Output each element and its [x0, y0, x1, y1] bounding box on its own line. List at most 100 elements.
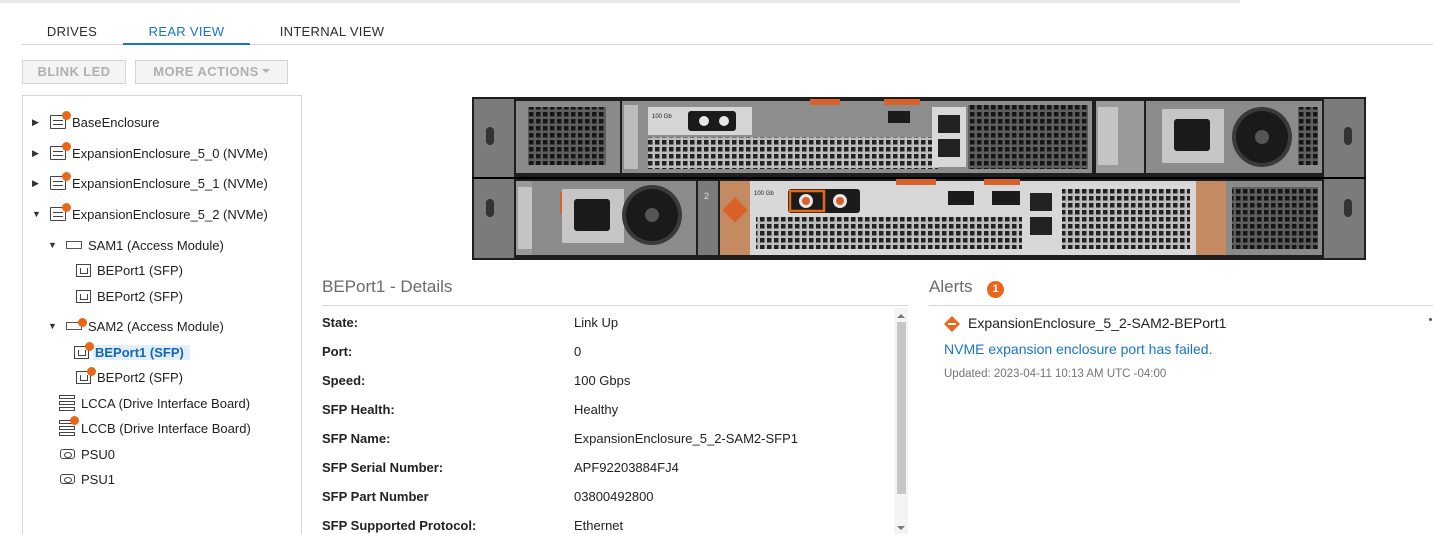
more-options-icon[interactable]	[1429, 318, 1432, 321]
collapse-arrow-icon[interactable]: ▼	[48, 240, 57, 250]
blink-led-button[interactable]: BLINK LED	[22, 60, 126, 84]
alert-item-updated: Updated: 2023-04-11 10:13 AM UTC -04:00	[944, 368, 1167, 380]
tree-label: ExpansionEnclosure_5_1 (NVMe)	[72, 175, 268, 191]
access-module-icon	[66, 318, 87, 330]
tree-label-selected: BEPort1 (SFP)	[93, 344, 190, 360]
details-scrollbar[interactable]	[894, 308, 908, 534]
details-divider	[322, 305, 908, 306]
port-icon	[76, 366, 96, 384]
alert-count-badge: 1	[987, 281, 1004, 298]
slot-label: 2	[704, 191, 709, 201]
tree-label: LCCA (Drive Interface Board)	[81, 395, 251, 411]
alert-dot-icon	[85, 341, 94, 351]
alert-item-title[interactable]: ExpansionEnclosure_5_2-SAM2-BEPort1	[968, 315, 1227, 331]
detail-row-sfp-name: SFP Name: ExpansionEnclosure_5_2-SAM2-SF…	[322, 431, 892, 451]
tab-rear-view[interactable]: REAR VIEW	[123, 22, 250, 45]
blink-led-label: BLINK LED	[37, 64, 111, 79]
detail-value: Ethernet	[574, 518, 624, 533]
detail-value: Healthy	[574, 402, 619, 417]
detail-row-sfp-protocol: SFP Supported Protocol: Ethernet	[322, 518, 892, 534]
detail-value: 03800492800	[574, 489, 654, 504]
access-module-icon	[66, 241, 82, 249]
tree-node-sam1-beport1[interactable]: BEPort1 (SFP)	[76, 260, 183, 280]
detail-key: SFP Name:	[322, 431, 391, 446]
enclosure-icon	[50, 111, 71, 129]
detail-row-sfp-part: SFP Part Number 03800492800	[322, 489, 892, 509]
detail-value: ExpansionEnclosure_5_2-SAM2-SFP1	[574, 431, 799, 446]
detail-key: State:	[322, 315, 359, 330]
tab-internal-view[interactable]: INTERNAL VIEW	[279, 24, 385, 39]
detail-value: 100 Gbps	[574, 373, 631, 388]
detail-key: SFP Serial Number:	[322, 460, 444, 475]
enclosure-icon	[50, 203, 71, 221]
tree-node-sam2[interactable]: ▼ SAM2 (Access Module)	[48, 316, 224, 336]
tab-drives[interactable]: DRIVES	[46, 24, 98, 39]
detail-key: Speed:	[322, 373, 366, 388]
more-actions-button[interactable]: MORE ACTIONS	[135, 60, 288, 84]
tree-node-lcca[interactable]: LCCA (Drive Interface Board)	[59, 393, 250, 413]
tree-label: ExpansionEnclosure_5_2 (NVMe)	[72, 206, 268, 222]
tree-label: PSU0	[81, 446, 115, 462]
selected-port-highlight[interactable]	[788, 189, 826, 213]
collapse-arrow-icon[interactable]: ▼	[48, 321, 57, 331]
expand-arrow-icon[interactable]: ▶	[32, 147, 39, 158]
detail-value: APF92203884FJ4	[574, 460, 679, 475]
view-tabs: DRIVES REAR VIEW INTERNAL VIEW	[22, 22, 1433, 45]
enclosure-rear-view: 100 Gb 2 100 Gb	[472, 97, 1366, 260]
alert-dot-icon	[87, 366, 96, 376]
tree-node-sam1[interactable]: ▼ SAM1 (Access Module)	[48, 235, 224, 255]
alert-item-message[interactable]: NVME expansion enclosure port has failed…	[944, 341, 1213, 357]
tree-label: BaseEnclosure	[72, 114, 160, 130]
tree-node-psu0[interactable]: PSU0	[60, 444, 115, 464]
port-icon	[74, 341, 94, 359]
tree-node-sam2-beport1[interactable]: BEPort1 (SFP)	[74, 341, 190, 362]
detail-key: SFP Health:	[322, 402, 395, 417]
tree-label: LCCB (Drive Interface Board)	[81, 420, 251, 436]
alerts-title: Alerts	[929, 277, 973, 296]
detail-value: 0	[574, 344, 582, 359]
detail-row-speed: Speed: 100 Gbps	[322, 373, 892, 393]
expand-arrow-icon[interactable]: ▶	[32, 177, 39, 188]
tree-node-expansion-5-1[interactable]: ▶ ExpansionEnclosure_5_1 (NVMe)	[32, 172, 268, 193]
port-icon	[76, 263, 91, 277]
caret-down-icon	[261, 69, 270, 73]
scroll-down-icon[interactable]	[894, 522, 908, 534]
warning-diamond-icon	[944, 316, 960, 332]
bottom-port-speed-label: 100 Gb	[754, 191, 774, 197]
tree-node-lccb[interactable]: LCCB (Drive Interface Board)	[59, 416, 251, 438]
alert-dot-icon	[62, 142, 71, 151]
scroll-up-icon[interactable]	[894, 310, 908, 322]
tree-node-base-enclosure[interactable]: ▶ BaseEnclosure	[32, 111, 160, 132]
tree-node-expansion-5-0[interactable]: ▶ ExpansionEnclosure_5_0 (NVMe)	[32, 142, 268, 163]
tree-node-psu1[interactable]: PSU1	[60, 469, 115, 489]
detail-key: Port:	[322, 344, 353, 359]
tree-label: BEPort2 (SFP)	[97, 288, 183, 304]
more-actions-label: MORE ACTIONS	[153, 64, 259, 79]
top-strip	[0, 0, 1240, 3]
collapse-arrow-icon[interactable]: ▼	[32, 209, 41, 219]
port-icon	[76, 289, 91, 303]
detail-value: Link Up	[574, 315, 619, 330]
power-supply-icon	[60, 474, 75, 484]
tree-label: PSU1	[81, 471, 115, 487]
tree-node-sam2-beport2[interactable]: BEPort2 (SFP)	[76, 366, 183, 387]
enclosure-icon	[50, 172, 71, 190]
alert-dot-icon	[62, 172, 71, 181]
scrollbar-thumb[interactable]	[897, 322, 906, 494]
alert-dot-icon	[62, 111, 71, 120]
drive-interface-board-icon	[59, 416, 79, 436]
alert-dot-icon	[70, 416, 79, 425]
detail-row-state: State: Link Up	[322, 315, 892, 335]
expand-arrow-icon[interactable]: ▶	[32, 116, 39, 127]
drive-interface-board-icon	[59, 395, 75, 411]
tree-node-sam1-beport2[interactable]: BEPort2 (SFP)	[76, 286, 183, 306]
top-port-speed-label: 100 Gb	[652, 114, 672, 120]
power-supply-icon	[60, 449, 75, 459]
enclosure-icon	[50, 142, 71, 160]
detail-key: SFP Part Number	[322, 489, 429, 504]
tree-label: BEPort1 (SFP)	[97, 262, 183, 278]
tree-label: BEPort2 (SFP)	[97, 369, 183, 385]
tree-label: SAM1 (Access Module)	[88, 237, 224, 253]
detail-key: SFP Supported Protocol:	[322, 518, 477, 533]
tree-node-expansion-5-2[interactable]: ▼ ExpansionEnclosure_5_2 (NVMe)	[32, 203, 268, 224]
